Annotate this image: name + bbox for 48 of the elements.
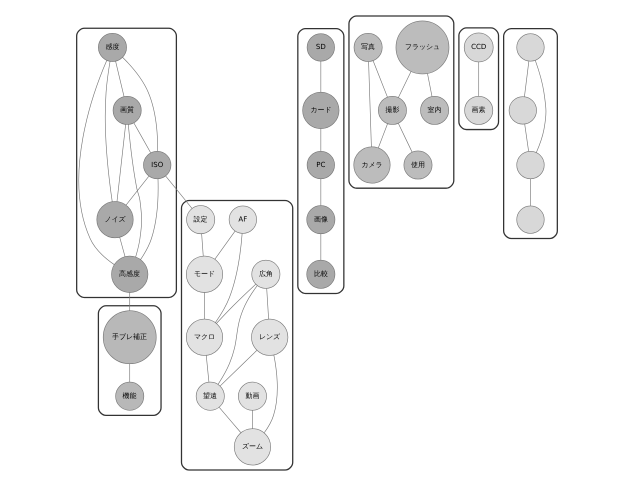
cluster [502,28,558,240]
connector [127,124,142,258]
cluster [76,28,177,298]
connector [320,178,321,206]
node-circle [508,96,536,124]
connector [125,176,149,206]
connector [372,60,388,98]
connector [266,288,268,320]
connector [426,73,432,97]
connector [478,62,479,97]
connector [118,236,125,258]
connector [114,61,124,97]
connector [534,60,546,153]
connector [216,284,256,324]
connector [78,60,114,266]
connector [368,61,372,148]
connector [214,233,242,323]
connector [217,285,258,385]
connector [164,176,192,209]
connector [524,60,529,97]
connector [377,123,388,148]
connector [214,230,235,260]
connector [263,354,278,434]
cluster [296,28,344,294]
connector [104,61,112,202]
connector [218,407,241,434]
cluster [97,305,162,416]
cluster [458,27,499,130]
cluster [180,200,293,471]
connector [398,123,412,152]
node-circle [516,33,544,62]
node-circle [516,206,544,234]
connector [133,122,150,154]
connector [200,233,204,256]
connector [128,363,130,382]
connector [128,292,130,312]
connector [524,124,528,152]
connector [116,124,126,202]
connector [398,71,411,98]
connector [219,350,257,386]
connector [205,355,209,382]
connector [320,61,321,92]
cluster [348,15,454,189]
node-circle [516,150,544,180]
connector [320,233,321,260]
connector [320,128,321,152]
connector [140,178,158,260]
connector [122,57,158,152]
